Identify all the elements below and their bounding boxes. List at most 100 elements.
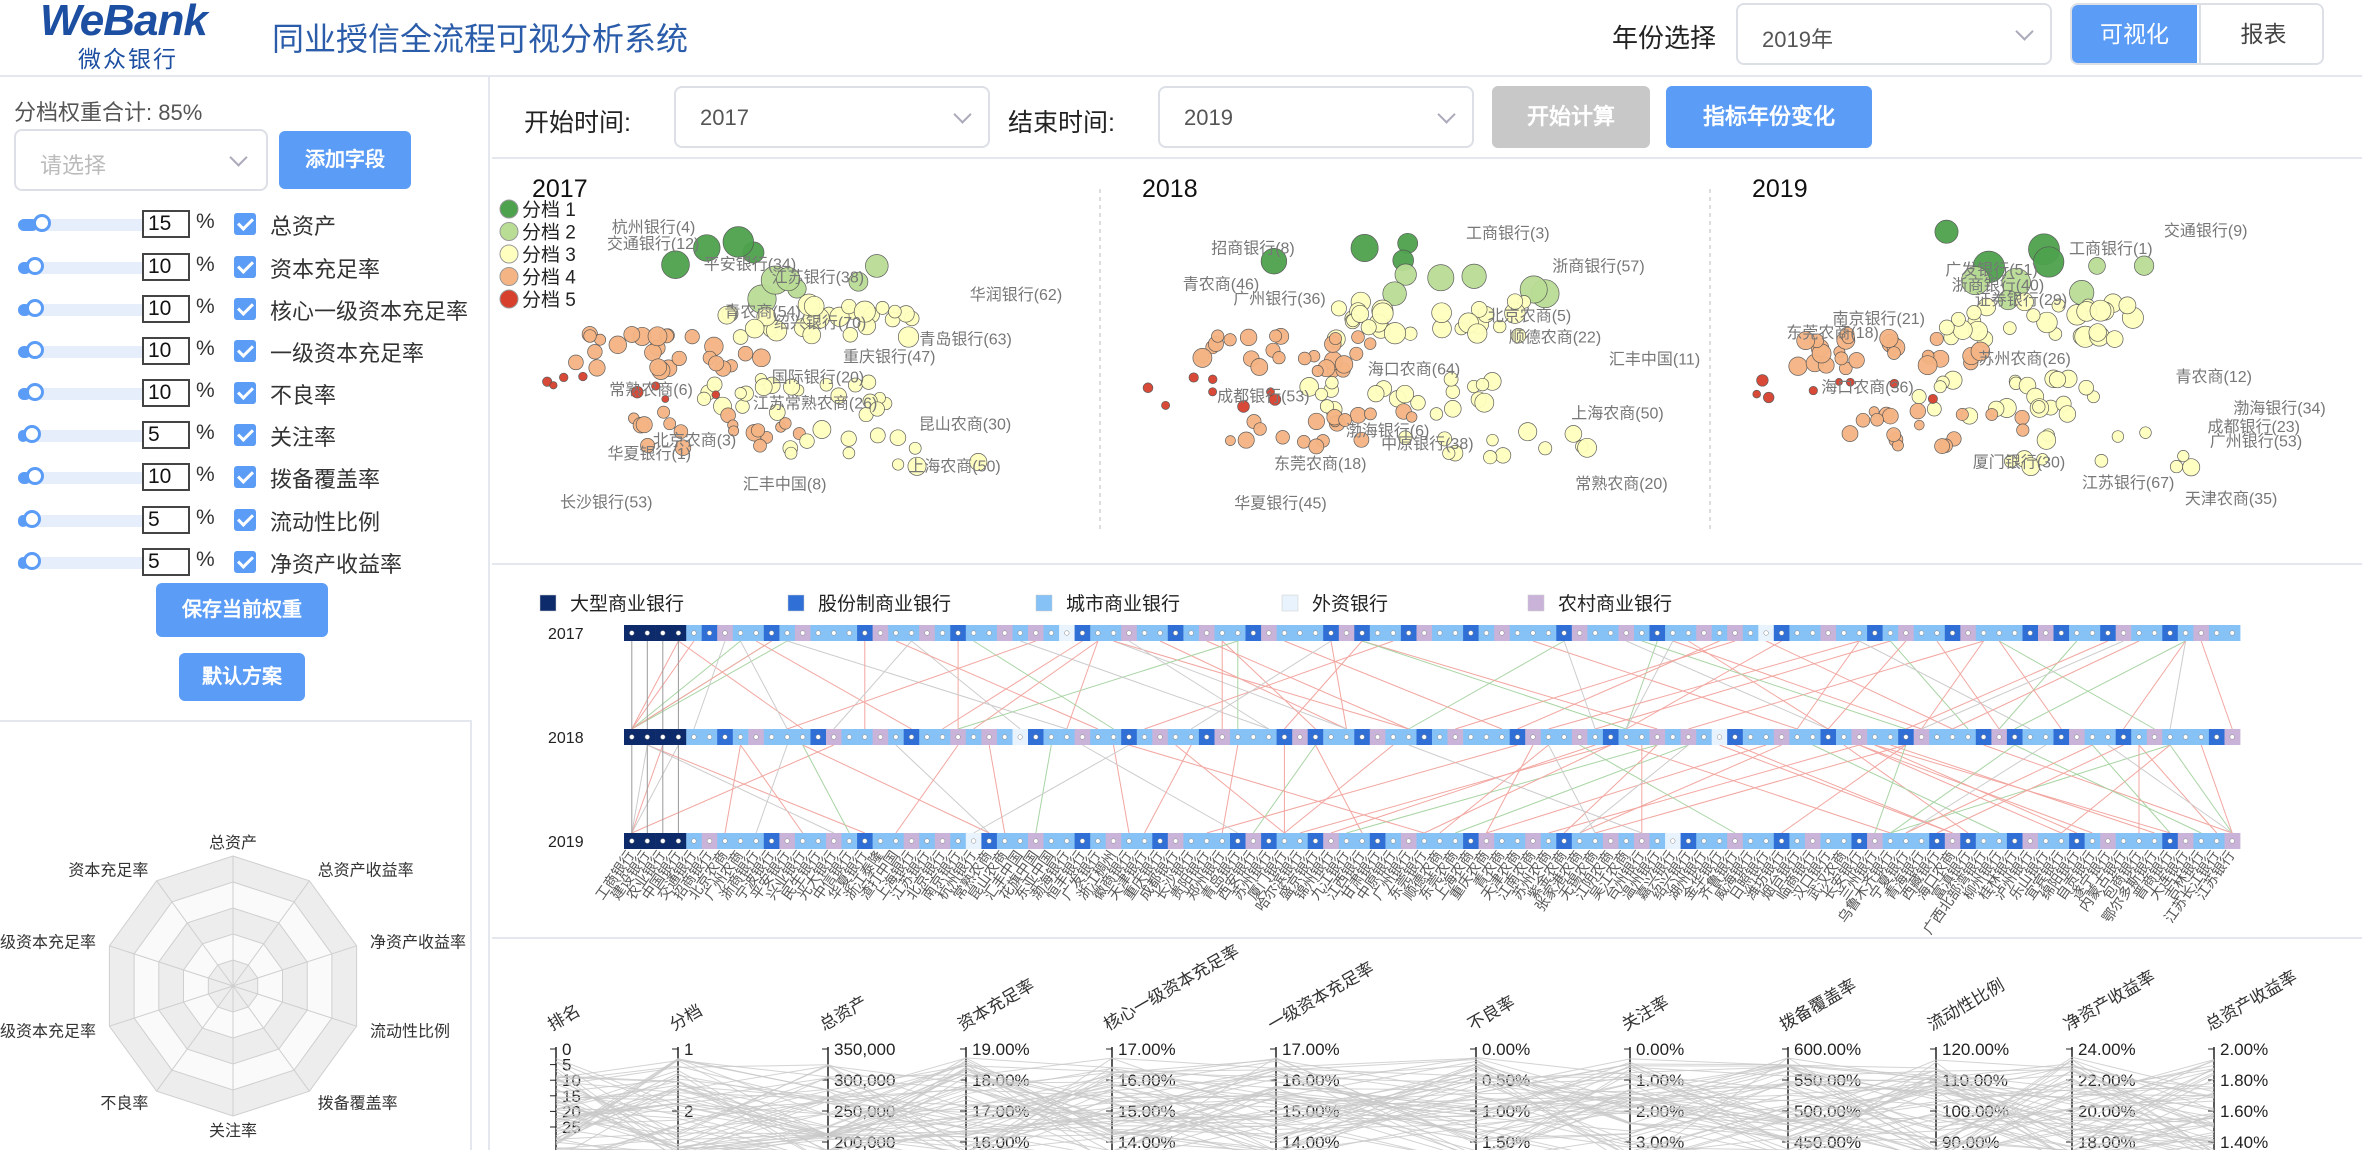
bank-cell-dot (1235, 838, 1241, 844)
bank-cell-dot (1981, 630, 1987, 636)
bank-dot (1364, 337, 1377, 350)
bank-cell-dot (1483, 838, 1489, 844)
weight-input[interactable]: 5 (142, 548, 190, 576)
weight-input[interactable]: 10 (142, 463, 190, 491)
weight-checkbox[interactable] (234, 466, 256, 488)
bank-cell-dot (1732, 630, 1738, 636)
bank-cell-dot (629, 630, 635, 636)
bank-dot (842, 327, 858, 343)
bank-cell-dot (691, 630, 697, 636)
start-time-select[interactable]: 2017 (674, 86, 990, 148)
bank-dot (647, 326, 668, 347)
parallel-tick-label: 1.80% (2220, 1071, 2268, 1090)
weight-checkbox[interactable] (234, 509, 256, 531)
bank-dot (1914, 419, 1925, 431)
bank-type-swatch (1035, 594, 1053, 612)
bank-cell-dot (1981, 734, 1987, 740)
bank-dot-label: 顺德农商(22) (1509, 329, 1601, 347)
weight-checkbox[interactable] (234, 382, 256, 404)
end-time-value: 2019 (1184, 105, 1233, 130)
bank-dot (1848, 352, 1865, 369)
weight-checkbox[interactable] (234, 340, 256, 362)
bank-cell-dot (2167, 734, 2173, 740)
weight-slider-knob[interactable] (23, 552, 42, 570)
bank-cell-dot (2105, 838, 2111, 844)
weight-slider-knob[interactable] (26, 257, 44, 275)
start-compute-button[interactable]: 开始计算 (1492, 86, 1650, 148)
weight-slider-knob[interactable] (23, 425, 42, 443)
bank-cell-dot (1079, 630, 1085, 636)
default-scheme-button[interactable]: 默认方案 (179, 653, 305, 701)
bank-dot-label: 交通银行(12) (607, 235, 699, 253)
save-weights-button[interactable]: 保存当前权重 (156, 583, 328, 637)
time-controls: 开始时间: 2017 结束时间: 2019 开始计算 指标年份变化 (492, 77, 2362, 159)
bank-cell-dot (908, 838, 915, 844)
year-select[interactable]: 2019年 (1736, 3, 2052, 65)
parallel-series-line (625, 1069, 2215, 1155)
parallel-axis-title: 关注率 (1619, 993, 1673, 1035)
radar-chart-panel: 总资产总资产收益率净资产收益率流动性比例拨备覆盖率关注率不良率一级资本充足率核心… (0, 720, 472, 1150)
bank-cell-dot (2151, 838, 2158, 844)
bank-dot (848, 271, 869, 292)
weight-input[interactable]: 5 (142, 421, 190, 449)
bank-dot (1841, 425, 1859, 442)
weight-row: 10%拨备覆盖率 (14, 461, 484, 495)
weight-input[interactable]: 10 (142, 295, 190, 323)
bank-cell-dot (1577, 630, 1583, 636)
bank-cell-dot (1794, 838, 1800, 844)
weight-slider[interactable] (18, 257, 148, 275)
bank-dot (2094, 454, 2109, 468)
weight-checkbox[interactable] (234, 256, 256, 278)
bank-dot (869, 401, 885, 417)
weight-checkbox[interactable] (234, 551, 256, 573)
bank-dot (853, 300, 876, 323)
bank-cell-dot (1421, 630, 1427, 636)
parallel-axis-title: 不良率 (1465, 993, 1519, 1035)
weight-slider-knob[interactable] (23, 510, 42, 528)
bank-dot-label: 成都银行(23) (2208, 418, 2300, 436)
weight-slider-knob[interactable] (26, 341, 44, 359)
weight-slider[interactable] (18, 467, 148, 485)
legend-swatch (499, 222, 519, 241)
radar-chart: 总资产总资产收益率净资产收益率流动性比例拨备覆盖率关注率不良率一级资本充足率核心… (0, 834, 466, 1140)
weight-slider[interactable] (18, 299, 148, 317)
weight-input[interactable]: 10 (142, 253, 190, 281)
weight-slider-knob[interactable] (26, 467, 44, 485)
weight-slider-knob[interactable] (32, 214, 51, 232)
weight-input[interactable]: 10 (142, 337, 190, 365)
bank-cell-dot (1934, 630, 1940, 636)
bank-dot (1410, 395, 1426, 411)
rank-change-link (1548, 744, 1596, 834)
indicator-year-change-button[interactable]: 指标年份变化 (1666, 86, 1872, 148)
weight-slider[interactable] (18, 552, 148, 570)
bank-cell-dot (862, 838, 868, 844)
bank-cell-dot (2043, 838, 2049, 844)
weight-checkbox[interactable] (234, 424, 256, 446)
weight-checkbox[interactable] (234, 213, 256, 235)
rank-change-link (1827, 640, 1907, 730)
rank-change-link (1796, 640, 1860, 730)
weight-slider[interactable] (18, 425, 148, 443)
weight-input[interactable]: 5 (142, 506, 190, 534)
weight-slider-knob[interactable] (26, 299, 44, 317)
weight-slider[interactable] (18, 510, 148, 528)
weight-label: 拨备覆盖率 (270, 467, 381, 492)
rank-change-link (1595, 640, 1891, 730)
tab-report[interactable]: 报表 (2199, 5, 2322, 63)
bank-cell-dot (908, 734, 915, 740)
weight-slider[interactable] (18, 214, 148, 232)
weight-slider[interactable] (18, 341, 148, 359)
bank-dot (2051, 298, 2066, 313)
tab-visualization[interactable]: 可视化 (2072, 5, 2197, 63)
weight-slider-knob[interactable] (26, 383, 44, 401)
add-field-button[interactable]: 添加字段 (279, 131, 411, 189)
parallel-tick-label: 5 (562, 1056, 571, 1075)
bank-dot (1311, 365, 1324, 377)
weight-input[interactable]: 15 (142, 210, 190, 238)
bank-dot (2078, 379, 2094, 396)
weight-checkbox[interactable] (234, 298, 256, 320)
end-time-select[interactable]: 2019 (1158, 86, 1474, 148)
weight-input[interactable]: 10 (142, 379, 190, 407)
weight-slider[interactable] (18, 383, 148, 401)
field-select[interactable]: 请选择 (14, 129, 268, 191)
